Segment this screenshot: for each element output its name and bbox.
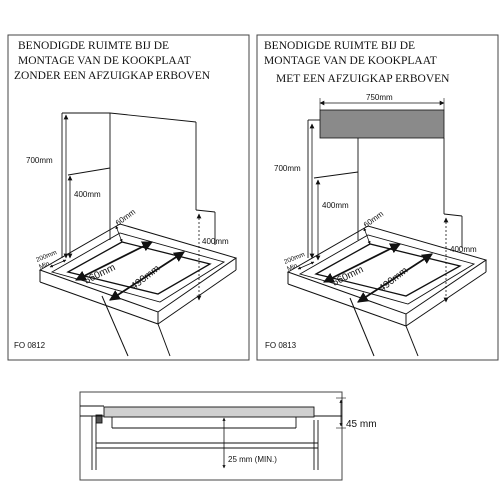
dimension-lines	[49, 114, 202, 301]
panel-title-line-2: MONTAGE VAN DE KOOKPLAAT	[264, 55, 437, 67]
panel-frame	[7, 34, 250, 361]
dim-clearance-label: 25 mm (MIN.)	[228, 455, 277, 464]
dim-min-label: Min.	[38, 260, 52, 271]
dim-60-line	[363, 227, 371, 245]
panel-title-line-1: BENODIGDE RUIMTE BIJ DE	[18, 40, 169, 52]
dim-490-line	[357, 253, 433, 303]
dim-700-label: 700mm	[274, 164, 301, 173]
panel-title-line-3: MET EEN AFZUIGKAP ERBOVEN	[276, 73, 450, 85]
dim-700-label: 700mm	[26, 156, 53, 165]
panel-title-line-1: BENODIGDE RUIMTE BIJ DE	[264, 40, 415, 52]
dim-400-right-label: 400mm	[202, 237, 229, 246]
dim-thickness-label: 45 mm	[346, 419, 377, 430]
wall-cabinet	[61, 112, 216, 258]
dim-490-label: 490mm	[129, 263, 162, 292]
cross-section: 45 mm 25 mm (MIN.)	[79, 391, 377, 481]
dim-490-line	[109, 251, 185, 301]
dim-400-right-label: 400mm	[450, 245, 477, 254]
panel-title-line-3: ZONDER EEN AFZUIGKAP ERBOVEN	[14, 70, 211, 82]
dim-60-label: 60mm	[362, 209, 386, 230]
extractor-hood	[319, 109, 445, 139]
panel-with-hood: BENODIGDE RUIMTE BIJ DE MONTAGE VAN DE K…	[256, 34, 499, 361]
panel-without-hood: BENODIGDE RUIMTE BIJ DE MONTAGE VAN DE K…	[7, 34, 250, 361]
dim-60-line	[115, 225, 123, 243]
panel-title-line-2: MONTAGE VAN DE KOOKPLAAT	[18, 55, 191, 67]
dim-750-label: 750mm	[366, 93, 393, 102]
figure-code: FO 0813	[265, 341, 297, 350]
dimension-lines	[297, 123, 449, 303]
wall-cabinet	[307, 119, 463, 258]
figure-code: FO 0812	[14, 341, 46, 350]
dim-200-line	[49, 259, 67, 268]
dim-400-left-label: 400mm	[322, 201, 349, 210]
dim-60-label: 60mm	[114, 207, 138, 228]
dim-400-left-label: 400mm	[74, 190, 101, 199]
dim-200-line	[297, 261, 315, 270]
dim-490-label: 490mm	[377, 265, 410, 294]
dim-min-label: Min.	[286, 262, 300, 273]
panel-frame	[256, 34, 499, 361]
section-frame	[79, 391, 343, 481]
